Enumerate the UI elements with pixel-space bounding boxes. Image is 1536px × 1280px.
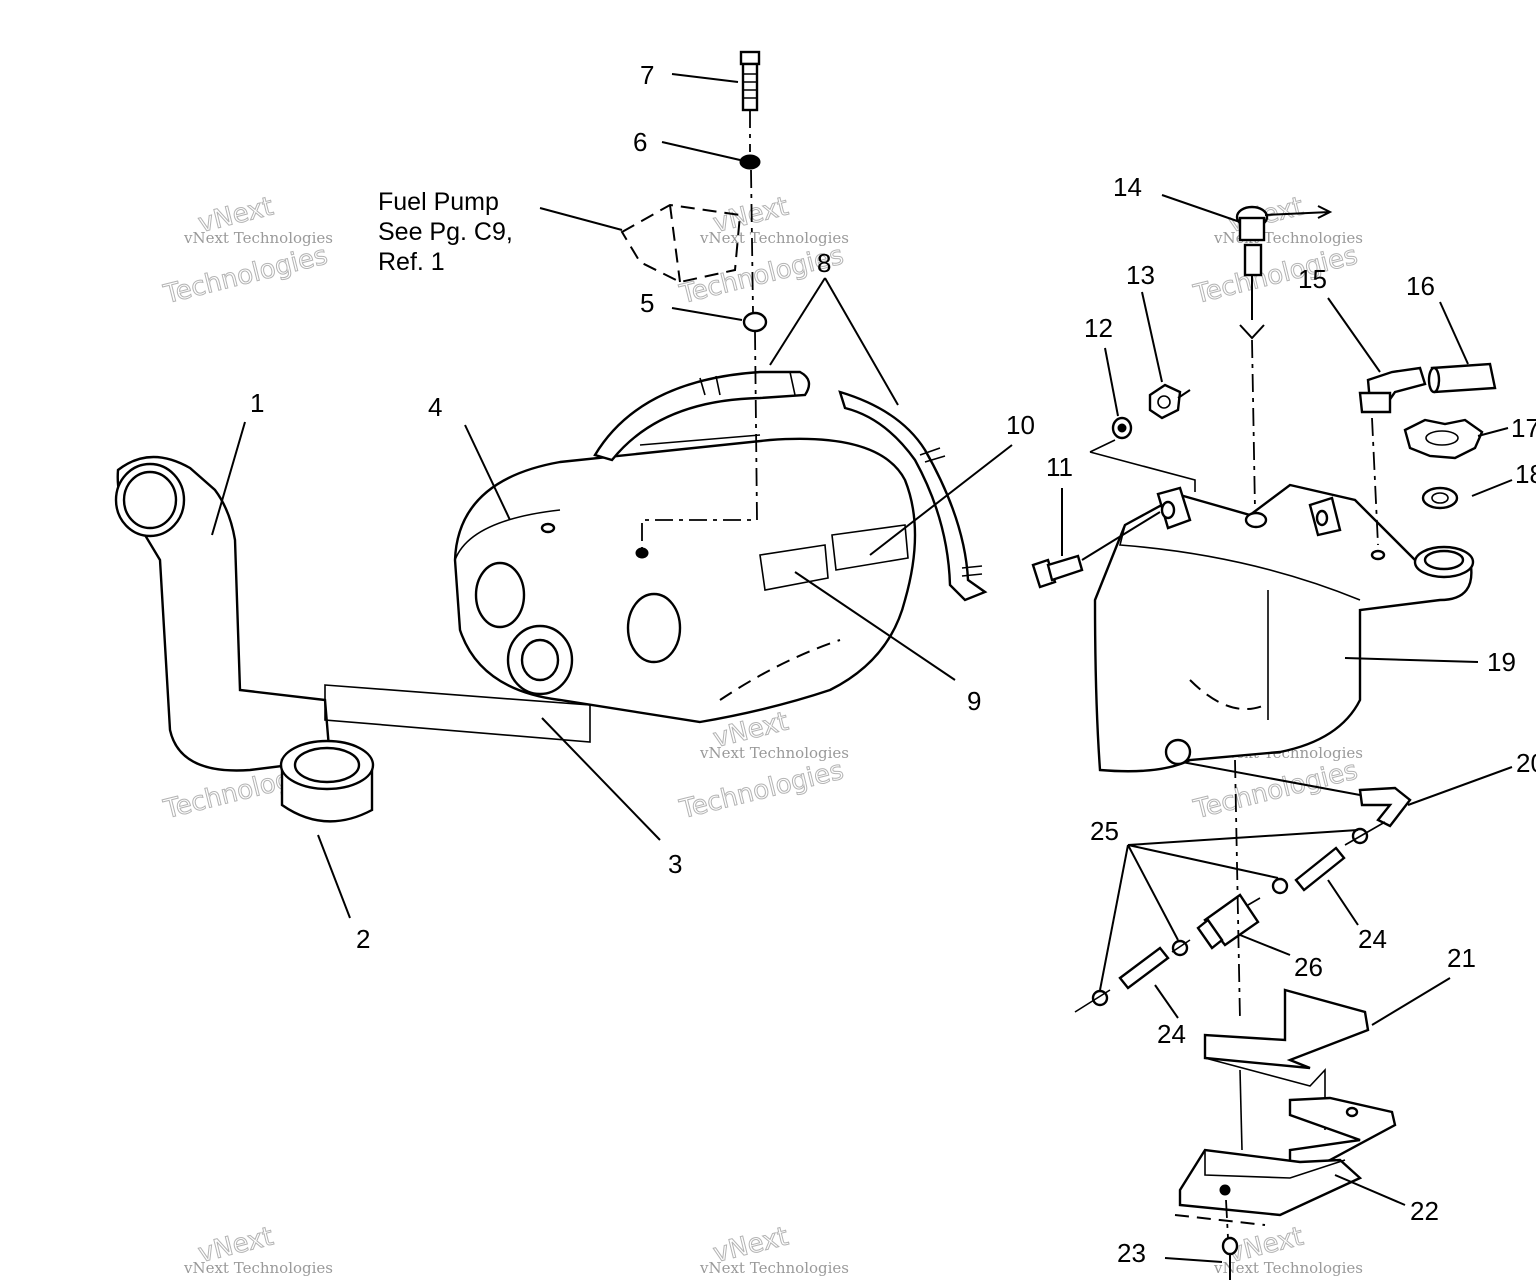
watermark: vNext vNext Technologies Technologies — [1190, 191, 1363, 311]
callout-21: 21 — [1447, 943, 1476, 973]
fuel-pump-note: Fuel Pump See Pg. C9, Ref. 1 — [378, 188, 513, 276]
callout-15: 15 — [1298, 264, 1327, 294]
part-5-nut — [742, 311, 768, 333]
fuel-pump-note-line-3: Ref. 1 — [378, 248, 445, 276]
svg-text:vNext Technologies: vNext Technologies — [699, 229, 849, 247]
part-13-nut — [1148, 383, 1191, 420]
callout-12: 12 — [1084, 313, 1113, 343]
bracket-line — [1089, 439, 1196, 492]
callout-1: 1 — [250, 388, 264, 418]
watermark: vNext vNext Technologies Technologies — [676, 706, 849, 826]
part-4-oil-tank — [324, 434, 917, 743]
svg-text:Technologies: Technologies — [160, 241, 330, 311]
callout-11: 11 — [1046, 452, 1073, 482]
callout-14: 14 — [1113, 172, 1142, 202]
part-14-dipstick — [1235, 205, 1333, 511]
callout-25: 25 — [1090, 816, 1119, 846]
callout-6: 6 — [633, 127, 647, 157]
part-8-vent-hoses — [593, 370, 988, 602]
svg-text:Technologies: Technologies — [1190, 241, 1360, 311]
callout-19: 19 — [1487, 647, 1516, 677]
part-2-cap — [279, 739, 375, 823]
part-16-hose — [1427, 362, 1497, 394]
part-24-hose-upper — [1294, 846, 1346, 892]
callout-17: 17 — [1511, 413, 1536, 443]
svg-text:Technologies: Technologies — [676, 756, 846, 826]
callout-2: 2 — [356, 924, 370, 954]
leader-lines — [211, 73, 1513, 1263]
part-24-hose-lower — [1118, 946, 1170, 990]
watermark: vNext vNext Technologies — [183, 1221, 333, 1277]
part-18-gasket — [1421, 486, 1459, 510]
watermark: vNext vNext Technologies Technologies — [160, 191, 333, 311]
callout-18: 18 — [1515, 459, 1536, 489]
bolt-axis-line — [641, 110, 758, 548]
callout-26: 26 — [1294, 952, 1323, 982]
part-7-bolt — [739, 50, 761, 112]
callout-8: 8 — [817, 248, 831, 278]
callout-23: 23 — [1117, 1238, 1146, 1268]
part-6-washer — [739, 154, 761, 170]
callout-16: 16 — [1406, 271, 1435, 301]
svg-text:vNext Technologies: vNext Technologies — [699, 1259, 849, 1277]
callout-24-lower: 24 — [1157, 1019, 1186, 1049]
callout-22: 22 — [1410, 1196, 1439, 1226]
part-12-washer — [1111, 416, 1133, 440]
callout-20: 20 — [1516, 748, 1536, 778]
svg-text:vNext Technologies: vNext Technologies — [699, 744, 849, 762]
callout-4: 4 — [428, 392, 442, 422]
svg-text:vNext Technologies: vNext Technologies — [183, 229, 333, 247]
callout-13: 13 — [1126, 260, 1155, 290]
reservoir-axis — [1234, 759, 1241, 1021]
part-26-fuel-filter — [1196, 893, 1260, 950]
callout-24-upper: 24 — [1358, 924, 1387, 954]
callout-9: 9 — [967, 686, 981, 716]
part-15-elbow-fitting — [1358, 366, 1427, 546]
part-19-reservoir — [1093, 483, 1475, 773]
fuel-pump-outline — [620, 203, 742, 284]
part-23-fastener — [1221, 1199, 1239, 1280]
part-22-strap-plate — [1174, 1096, 1397, 1226]
part-11-bolt — [1031, 511, 1161, 589]
callout-7: 7 — [640, 60, 654, 90]
callout-5: 5 — [640, 288, 654, 318]
fuel-pump-note-line-2: See Pg. C9, — [378, 218, 513, 246]
watermark: vNext vNext Technologies — [699, 1221, 849, 1277]
callout-3: 3 — [668, 849, 682, 879]
svg-text:vNext Technologies: vNext Technologies — [1213, 1259, 1363, 1277]
fuel-pump-note-line-1: Fuel Pump — [378, 188, 499, 216]
callout-10: 10 — [1006, 410, 1035, 440]
part-17-cap — [1403, 418, 1484, 460]
svg-text:vNext Technologies: vNext Technologies — [183, 1259, 333, 1277]
part-1-filler-elbow — [114, 455, 332, 772]
callout-labels: 1 2 3 4 5 6 7 8 9 10 11 12 13 14 15 16 1… — [250, 60, 1536, 1268]
fuel-line-axis — [1074, 821, 1386, 1013]
